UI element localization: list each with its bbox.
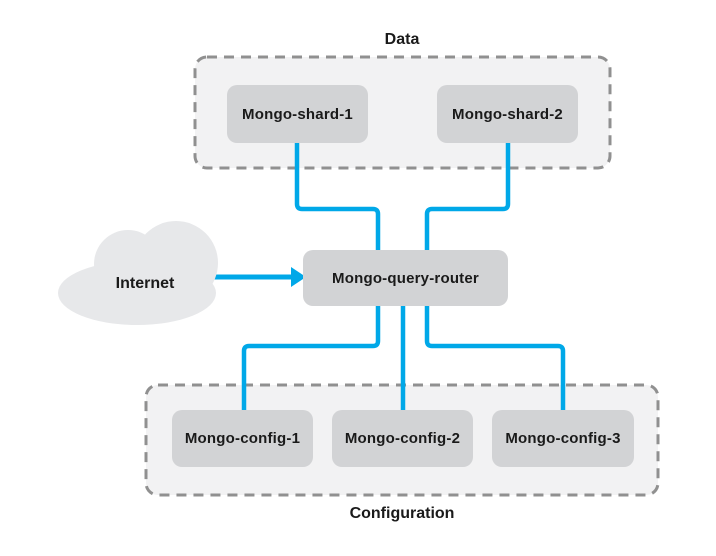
- connector-shard1-router: [294, 143, 381, 250]
- node-mongo-shard-2: Mongo-shard-2: [437, 85, 578, 143]
- node-mongo-query-router: Mongo-query-router: [303, 250, 508, 306]
- node-mongo-config-3: Mongo-config-3: [492, 410, 634, 467]
- node-mongo-config-1: Mongo-config-1: [172, 410, 313, 467]
- arrow-internet-router: [206, 267, 306, 287]
- node-mongo-config-2: Mongo-config-2: [332, 410, 473, 467]
- node-label: Mongo-shard-1: [242, 105, 353, 123]
- arrow-head-icon: [291, 267, 306, 287]
- node-label: Mongo-config-2: [344, 430, 461, 447]
- node-label: Mongo-query-router: [332, 269, 479, 287]
- data-group-label: Data: [384, 31, 420, 48]
- connector-router-config1: [241, 306, 381, 410]
- node-label: Mongo-config-1: [184, 430, 301, 447]
- cloud-icon: [58, 221, 218, 325]
- connector-router-config3: [424, 306, 566, 410]
- connector-shard2-router: [424, 143, 511, 250]
- node-label: Mongo-config-3: [505, 430, 621, 447]
- configuration-group-label: Configuration: [349, 505, 455, 522]
- internet-node-label: Internet: [115, 275, 175, 292]
- node-mongo-shard-1: Mongo-shard-1: [227, 85, 368, 143]
- node-label: Mongo-shard-2: [452, 105, 563, 123]
